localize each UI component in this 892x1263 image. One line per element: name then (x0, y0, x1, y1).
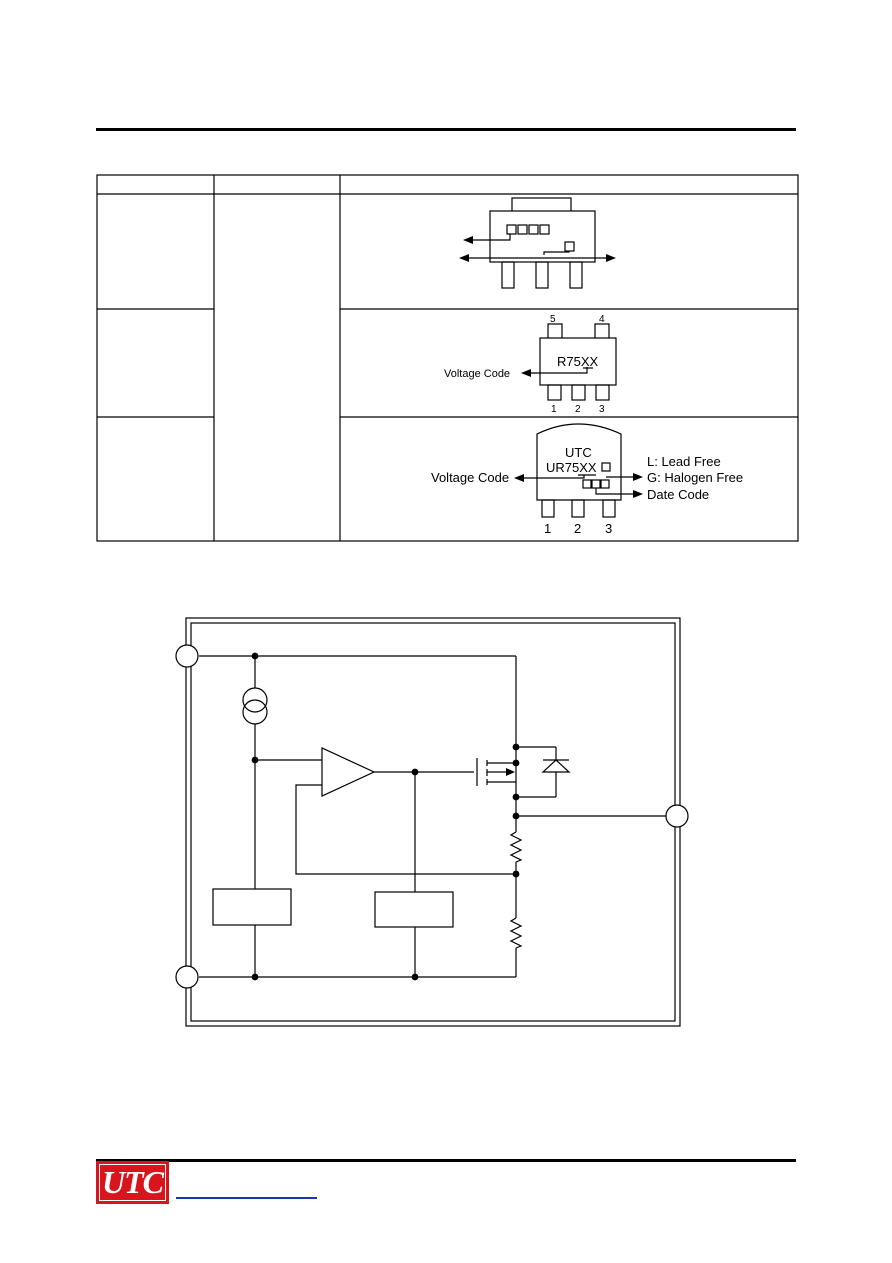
to-marking-drawing (514, 423, 643, 518)
to-pin1-label: 1 (544, 521, 551, 536)
sot25-part-code: R75XX (557, 354, 599, 369)
sot25-pin2-label: 2 (575, 404, 581, 415)
to-halogen-free-label: G: Halogen Free (647, 470, 743, 485)
sot89-marking-drawing (459, 197, 616, 289)
utc-logo-text: UTC (102, 1164, 164, 1200)
website-link[interactable] (176, 1194, 317, 1199)
block-diagram (175, 617, 689, 1027)
to-date-code-label: Date Code (647, 487, 709, 502)
utc-logo: UTC (96, 1161, 169, 1204)
to-pin3-label: 3 (605, 521, 612, 536)
to-lead-free-label: L: Lead Free (647, 454, 721, 469)
sot25-pin4-label: 4 (599, 314, 605, 325)
to-part-code: UR75XX (546, 460, 597, 475)
sot25-marking-drawing (521, 323, 617, 401)
marking-table (96, 174, 799, 542)
to-brand-text: UTC (565, 445, 592, 460)
utc-logo-border (99, 1164, 166, 1201)
sot25-voltage-label: Voltage Code (444, 368, 510, 380)
to-pin2-label: 2 (574, 521, 581, 536)
junction-dots (251, 652, 520, 981)
sot25-pin3-label: 3 (599, 404, 605, 415)
sot25-pin1-label: 1 (551, 404, 557, 415)
to-voltage-label: Voltage Code (431, 470, 509, 485)
sot25-pin5-label: 5 (550, 314, 556, 325)
